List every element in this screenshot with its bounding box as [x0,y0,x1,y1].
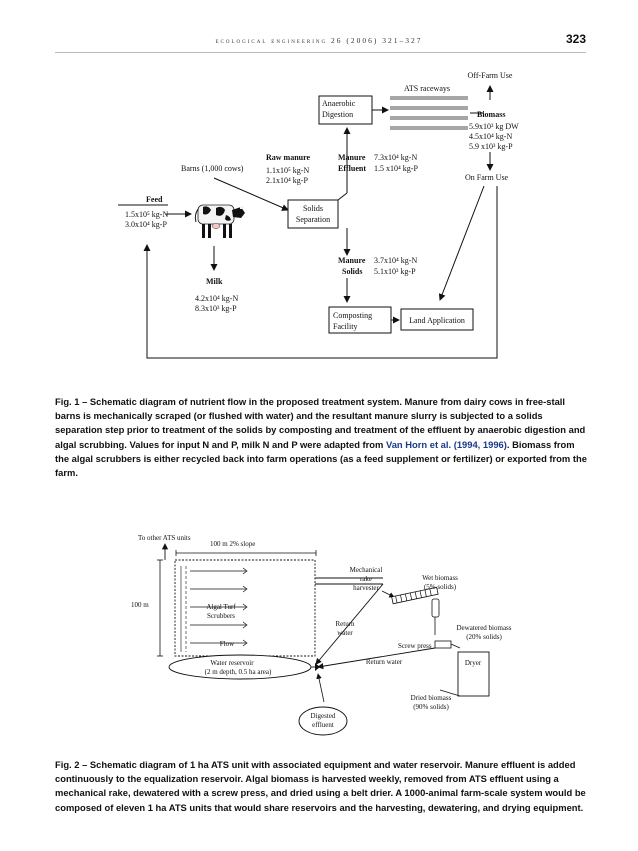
ats-dividers [180,566,187,652]
solids-separation-box [287,199,339,229]
reservoir-label-2: (2 m depth, 0.5 ha area) [205,668,272,676]
arrow-digested-effluent [316,673,325,703]
anaerobic-label-2: Digestion [322,110,353,119]
wet-biomass-label-1: Wet biomass [422,574,458,582]
screw-press-label: Screw press [398,642,432,650]
figure-1-caption-label: Fig. 1 [55,396,80,407]
composting-label-2: Facility [333,322,357,331]
rake-label-3: harvester [353,584,379,592]
biomass-hopper [431,598,440,618]
arrow-barns-to-separation [213,177,289,211]
algal-turf-label-1: Algal Turf [206,603,236,611]
return-water-label: Return water [366,658,403,666]
flow-label: Flow [220,640,235,648]
running-head: ecological engineering 26 (2006) 321–327 [215,36,423,45]
ats-raceways-label: ATS raceways [404,84,450,93]
screw-press [434,640,452,649]
dried-biomass-label-1: Dried biomass [411,694,452,702]
anaerobic-label-1: Anaerobic [322,99,356,108]
rake-label-1: Mechanical [350,566,383,574]
solids-n: 3.7x10⁴ kg-N [374,256,417,265]
raw-manure-n: 1.1x10⁵ kg-N [266,166,309,175]
land-application-label: Land Application [409,316,465,325]
manure-solids-label-1: Manure [338,256,366,265]
top-dimension-label: 100 m 2% slope [210,540,255,548]
to-other-ats-label: To other ATS units [138,534,191,542]
milk-p: 8.3x10³ kg-P [195,304,237,313]
figure-1-caption: Fig. 1 – Schematic diagram of nutrient f… [55,395,587,480]
figure-1-caption-text-a: – Schematic diagram of nutrient flow in … [55,396,586,450]
citation-link[interactable]: Van Horn et al. (1994, 1996) [385,438,507,450]
biomass-line-2: 4.5x10⁴ kg-N [469,132,512,141]
valve-icon [315,663,320,671]
return-water-label-2: water [337,629,353,637]
dryer-label: Dryer [465,659,482,667]
on-farm-use-label: On Farm Use [465,173,509,182]
manure-effluent-label-1: Manure [338,153,366,162]
solids-separation-label-1: Solids [303,204,323,213]
milk-n: 4.2x10⁴ kg-N [195,294,238,303]
flow-arrows [190,567,248,647]
feed-n: 1.5x10⁵ kg-N [125,210,168,219]
arrow-onfarm-to-feed-loop [143,186,498,359]
land-application-box [400,308,474,331]
return-water-label-1: Return [335,620,355,628]
figure-2-caption-label: Fig. 2 [55,759,80,770]
digested-effluent-label-1: Digested [311,712,336,720]
feed-p: 3.0x10⁴ kg-P [125,220,167,229]
manure-effluent-label-2: Effluent [338,164,366,173]
arrow-onfarm-to-land [438,185,485,301]
dried-biomass-label-2: (90% solids) [413,703,449,711]
raw-manure-p: 2.1x10⁴ kg-P [266,176,308,185]
composting-facility-box [328,306,392,334]
side-dimension-label: 100 m [131,601,149,609]
biomass-line-1: 5.9x10³ kg DW [469,122,519,131]
return-water-pipe [315,583,384,665]
effluent-n: 7.3x10⁴ kg-N [374,153,417,162]
algal-turf-label-2: Scrubbers [207,612,235,620]
dryer-box [457,651,490,697]
digested-effluent-node [298,706,348,736]
manure-solids-label-2: Solids [342,267,362,276]
figure-2: To other ATS units 100 m 2% slope 100 m … [131,534,512,736]
figure-2-caption-text: – Schematic diagram of 1 ha ATS unit wit… [55,759,586,813]
figure-2-caption: Fig. 2 – Schematic diagram of 1 ha ATS u… [55,758,587,815]
page-number: 323 [565,32,586,46]
page-header: ecological engineering 26 (2006) 321–327… [0,0,638,53]
milk-label: Milk [206,277,223,286]
solids-p: 5.1x10³ kg-P [374,267,416,276]
digested-effluent-label-2: effluent [312,721,334,729]
raw-manure-label: Raw manure [266,153,311,162]
rake-label-2: rake [360,575,372,583]
feed-label: Feed [146,195,163,204]
wet-biomass-label-2: (5% solids) [424,583,457,591]
off-farm-use-label: Off-Farm Use [468,71,513,80]
dewatered-label-1: Dewatered biomass [456,624,511,632]
rake-harvester [391,586,439,605]
figure-1-caption-text-b: . Biomass from the algal scrubbers is ei… [55,438,587,479]
composting-label-1: Composting [333,311,372,320]
ats-raceways [390,96,468,130]
reservoir-label-1: Water reservoir [210,659,254,667]
header-rule [55,52,586,53]
figure-1: Off-Farm Use ATS raceways Anaerobic Dige… [118,71,519,359]
solids-separation-label-2: Separation [296,215,330,224]
press-return-line [317,647,436,670]
cow-icon [194,204,245,238]
effluent-p: 1.5 x10⁴ kg-P [374,164,418,173]
biomass-line-3: 5.9 x10³ kg-P [469,142,513,151]
barns-label: Barns (1,000 cows) [181,164,244,173]
dewatered-label-2: (20% solids) [466,633,502,641]
biomass-title: Biomass [477,110,505,119]
